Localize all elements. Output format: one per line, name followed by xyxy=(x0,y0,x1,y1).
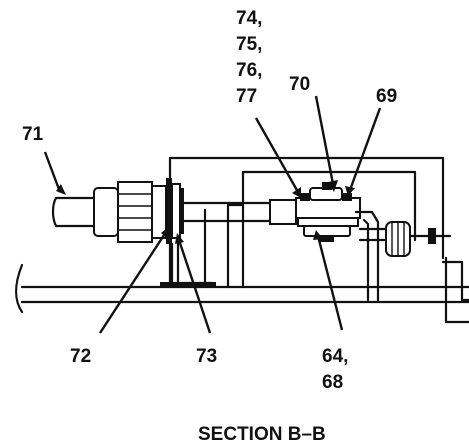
connector-body xyxy=(93,181,167,243)
cable-core-rod xyxy=(182,199,298,225)
callout-74: 74, xyxy=(236,8,262,29)
linkage-right xyxy=(358,221,452,257)
callout-64: 64, xyxy=(322,346,348,367)
washer-and-nut xyxy=(166,178,184,244)
callout-73: 73 xyxy=(196,346,217,367)
callout-72: 72 xyxy=(70,346,91,367)
clevis-assembly xyxy=(295,182,380,302)
callout-75: 75, xyxy=(236,34,262,55)
callout-71: 71 xyxy=(22,124,44,145)
section-caption: SECTION B–B xyxy=(198,424,326,445)
callout-77: 77 xyxy=(236,86,257,107)
right-post xyxy=(441,256,469,324)
bulkhead-bracket xyxy=(160,242,216,288)
callout-68: 68 xyxy=(322,372,343,393)
cable-71 xyxy=(51,196,96,228)
callout-76: 76, xyxy=(236,60,262,81)
callout-70: 70 xyxy=(289,74,310,95)
base-plate xyxy=(14,263,469,314)
leader-lines xyxy=(43,95,382,334)
callout-69: 69 xyxy=(376,86,397,107)
